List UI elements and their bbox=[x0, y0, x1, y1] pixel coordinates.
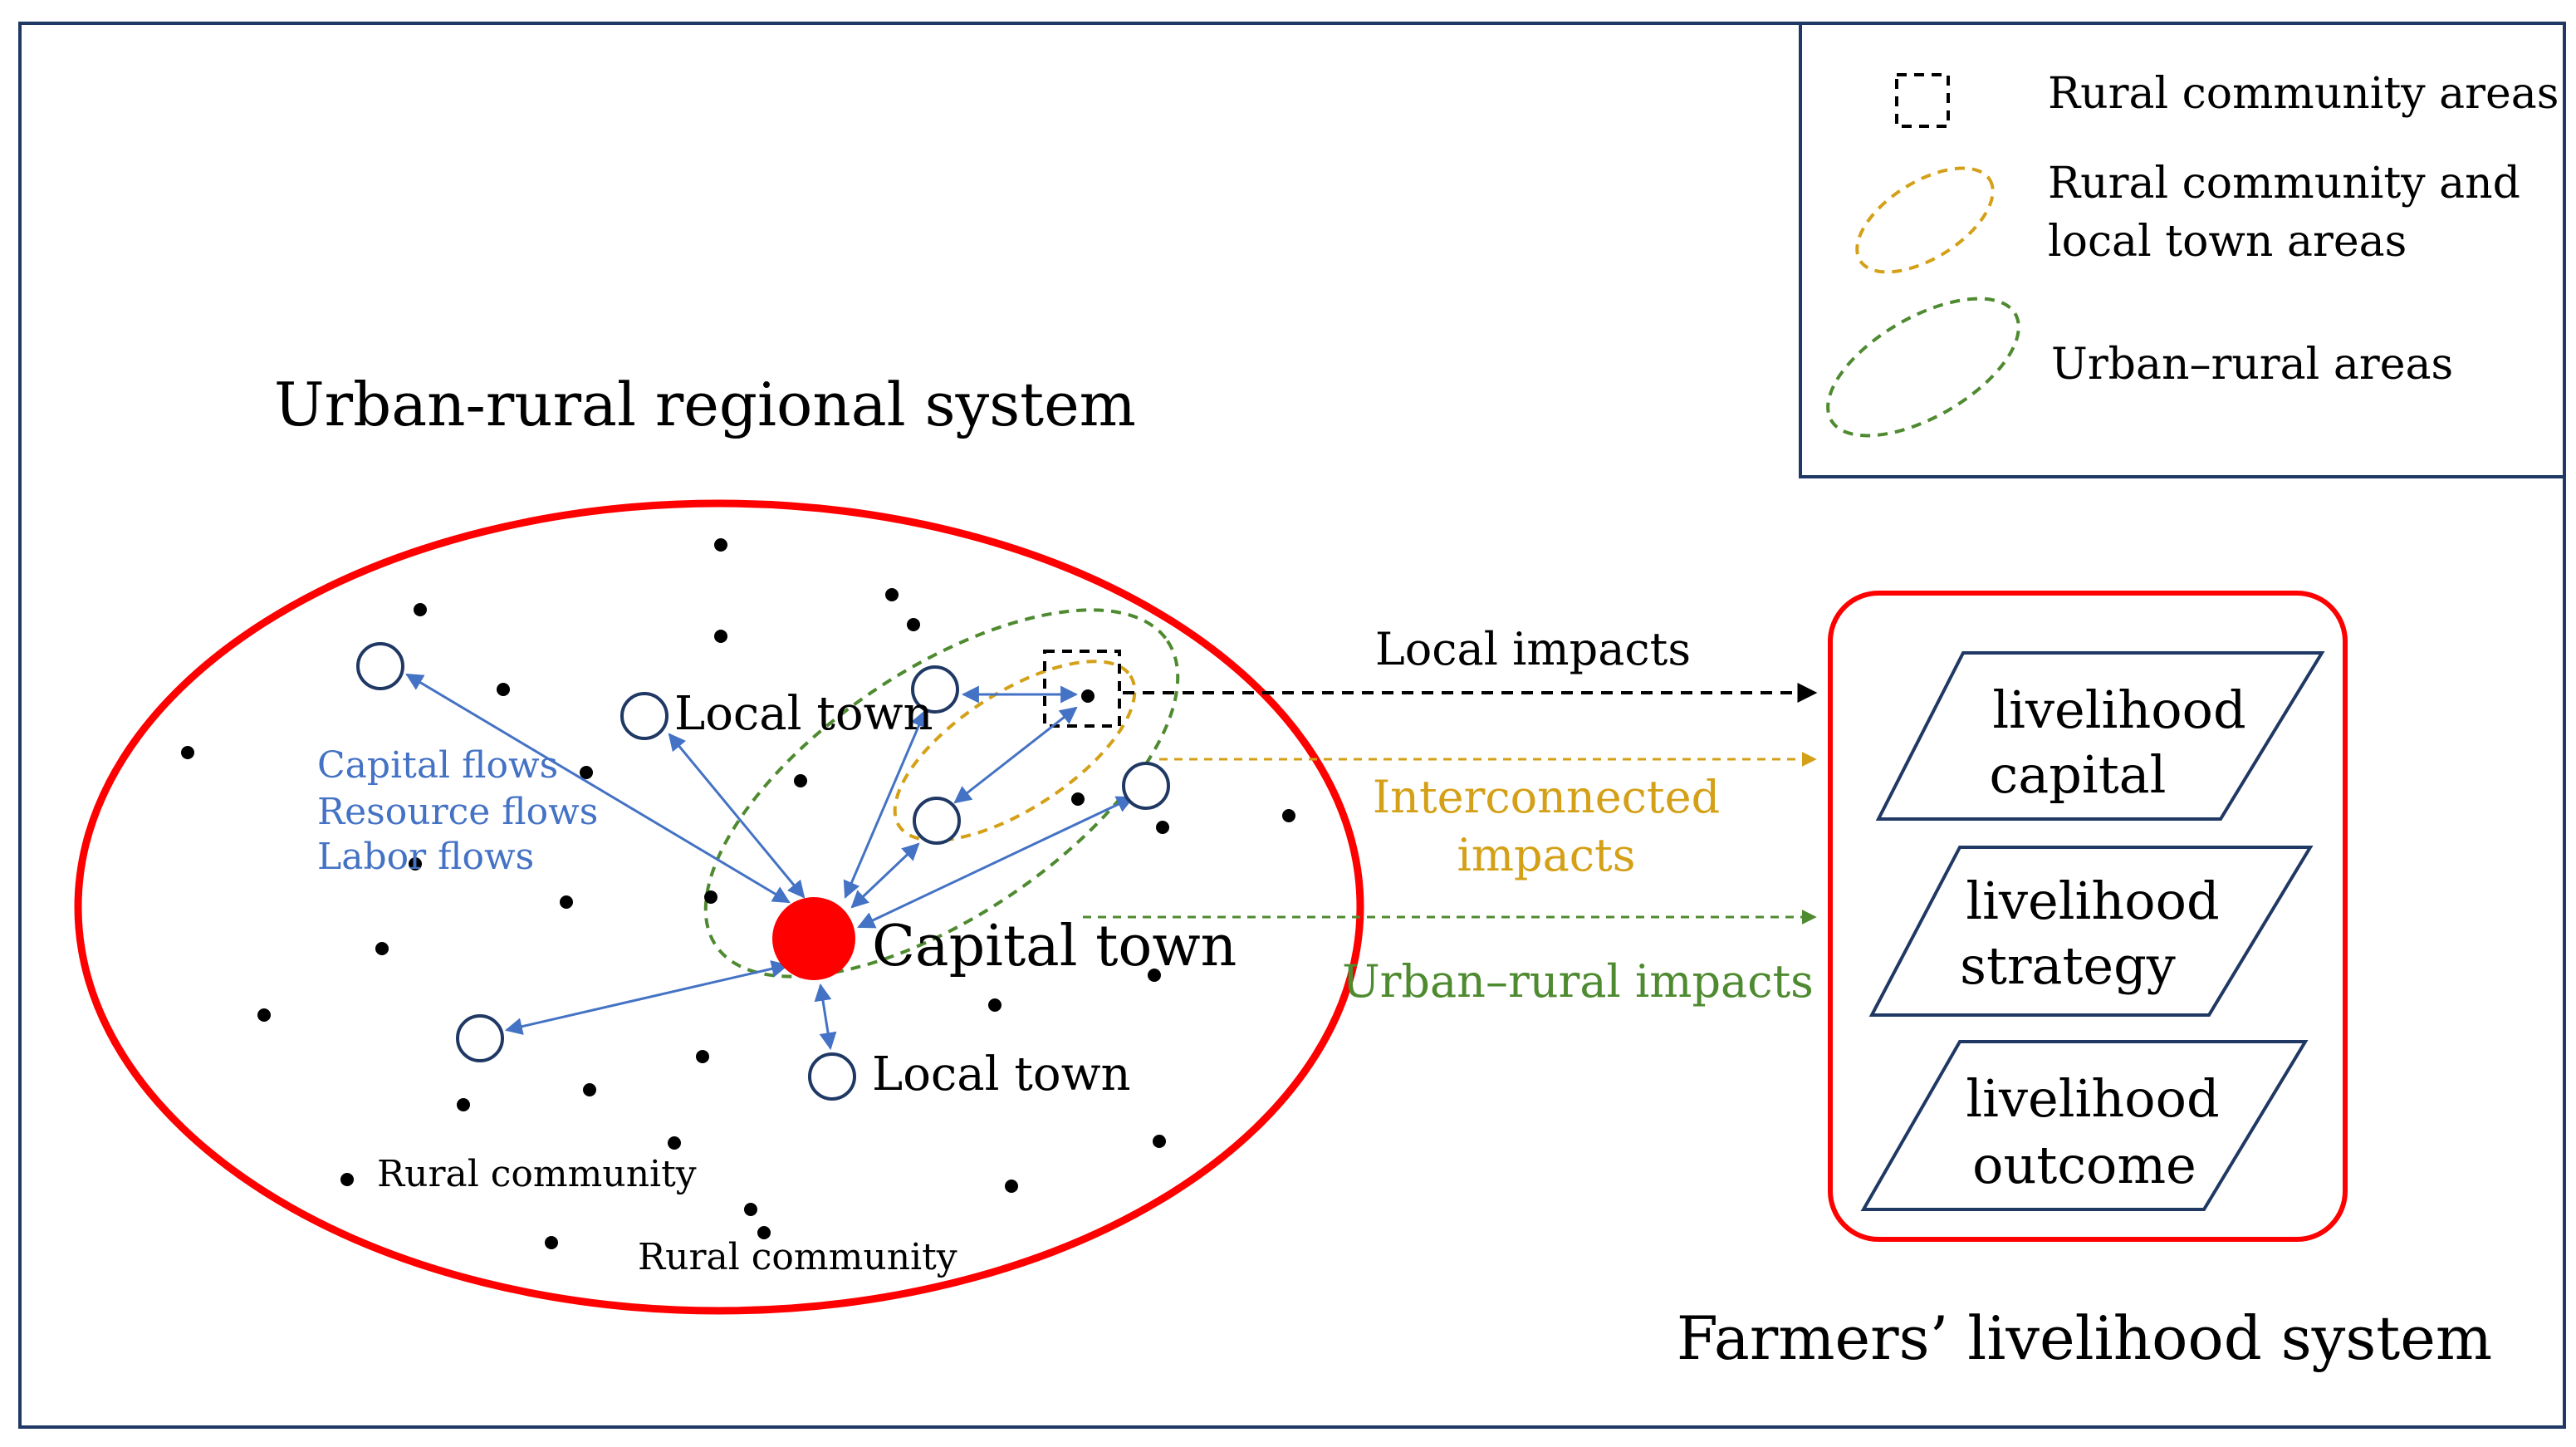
livelihood-strategy-line2: strategy bbox=[1960, 935, 2176, 996]
regional-system-title: Urban-rural regional system bbox=[274, 370, 1136, 439]
local-town-label: Local town bbox=[872, 1047, 1131, 1101]
local-town-label: Local town bbox=[674, 687, 933, 741]
local-town-node bbox=[620, 692, 668, 740]
regional-system: Urban-rural regional system bbox=[74, 370, 1364, 1315]
local-town-node bbox=[1122, 762, 1170, 810]
urban-rural-areas-swatch bbox=[1826, 297, 2020, 438]
regional-system-boundary bbox=[74, 499, 1364, 1315]
rural-community-dot bbox=[497, 683, 510, 696]
local-town-nodes bbox=[356, 642, 1170, 1101]
rural-community-areas-swatch bbox=[1895, 73, 1950, 128]
rural-community-dot bbox=[181, 746, 194, 759]
legend-rural-community-areas: Rural community areas bbox=[2048, 69, 2559, 119]
rural-community-label: Rural community bbox=[377, 1153, 697, 1195]
legend: Rural community areas Rural community an… bbox=[1799, 22, 2566, 478]
rural-community-dot bbox=[714, 630, 727, 643]
local-town-node bbox=[808, 1052, 856, 1101]
rural-community-dot bbox=[1005, 1180, 1018, 1193]
rural-community-dot bbox=[907, 618, 920, 631]
flow-arrow bbox=[504, 960, 790, 1035]
rural-community-dot bbox=[714, 538, 727, 552]
livelihood-system-title: Farmers’ livelihood system bbox=[1677, 1303, 2492, 1373]
flow-label-capital: Capital flows bbox=[317, 744, 558, 787]
livelihood-system: livelihood capital livelihood strategy l… bbox=[1677, 591, 2492, 1373]
rural-community-dot bbox=[794, 774, 807, 787]
rural-community-dot bbox=[696, 1050, 709, 1063]
rural-community-dot bbox=[988, 998, 1002, 1012]
rural-community-dot bbox=[560, 895, 573, 909]
rural-community-dot bbox=[757, 1226, 771, 1239]
rural-and-local-swatch bbox=[1855, 166, 1995, 274]
flow-label-labor: Labor flows bbox=[317, 836, 534, 878]
rural-community-dot bbox=[340, 1173, 354, 1186]
local-town-node bbox=[456, 1014, 504, 1062]
livelihood-system-box bbox=[1828, 591, 2348, 1242]
rural-community-dot bbox=[1081, 689, 1095, 703]
rural-community-dot bbox=[704, 890, 717, 904]
flow-arrow bbox=[850, 842, 920, 909]
legend-box bbox=[1799, 22, 2566, 478]
livelihood-capital-shape bbox=[1875, 651, 2325, 821]
rural-community-dot bbox=[1282, 809, 1295, 822]
legend-urban-rural-areas: Urban–rural areas bbox=[2051, 340, 2453, 390]
flow-label-resource: Resource flows bbox=[317, 791, 598, 833]
livelihood-outcome-line1: livelihood bbox=[1966, 1068, 2219, 1129]
livelihood-strategy-line1: livelihood bbox=[1966, 871, 2219, 931]
local-impacts-label: Local impacts bbox=[1375, 623, 1691, 675]
flow-arrow bbox=[668, 733, 806, 899]
rural-community-dot bbox=[414, 603, 427, 616]
livelihood-capital-line2: capital bbox=[1990, 744, 2167, 805]
flow-arrow bbox=[953, 706, 1078, 804]
outer-frame bbox=[18, 22, 2566, 1429]
local-town-node bbox=[356, 642, 404, 690]
rural-community-dot bbox=[257, 1008, 271, 1022]
rural-community-dots bbox=[181, 538, 1295, 1249]
capital-town-label: Capital town bbox=[872, 914, 1237, 979]
rural-community-dot bbox=[1153, 1135, 1166, 1148]
rural-community-dot bbox=[1071, 792, 1085, 806]
livelihood-outcome-line2: outcome bbox=[1972, 1135, 2196, 1195]
legend-rural-and-local-line2: local town areas bbox=[2048, 217, 2407, 267]
rural-community-dot bbox=[744, 1203, 757, 1216]
rural-community-dot bbox=[1156, 821, 1169, 834]
livelihood-outcome-shape bbox=[1860, 1040, 2309, 1211]
rural-community-dot bbox=[668, 1136, 681, 1150]
local-town-node bbox=[913, 797, 961, 845]
interconnected-impacts-label-line2: impacts bbox=[1457, 829, 1636, 881]
capital-town-node bbox=[772, 897, 855, 980]
rural-community-dot bbox=[583, 1083, 596, 1096]
rural-community-dot bbox=[885, 588, 899, 601]
rural-community-dot bbox=[545, 1236, 558, 1249]
rural-community-label: Rural community bbox=[638, 1236, 957, 1278]
impacts: Local impacts Interconnected impacts Urb… bbox=[1083, 623, 1818, 1008]
livelihood-strategy-shape bbox=[1868, 846, 2314, 1017]
legend-rural-and-local-line1: Rural community and bbox=[2048, 159, 2520, 208]
local-town-node bbox=[911, 665, 959, 714]
flow-arrows bbox=[405, 673, 1134, 1051]
rural-community-dot bbox=[1148, 969, 1161, 982]
flow-arrow bbox=[814, 983, 837, 1051]
livelihood-capital-line1: livelihood bbox=[1992, 679, 2245, 740]
urban-rural-impacts-label: Urban–rural impacts bbox=[1342, 955, 1814, 1008]
interconnected-impacts-label-line1: Interconnected bbox=[1373, 771, 1720, 823]
flow-arrow bbox=[857, 796, 1134, 929]
rural-community-dot bbox=[457, 1098, 470, 1111]
rural-community-dot bbox=[375, 942, 389, 955]
